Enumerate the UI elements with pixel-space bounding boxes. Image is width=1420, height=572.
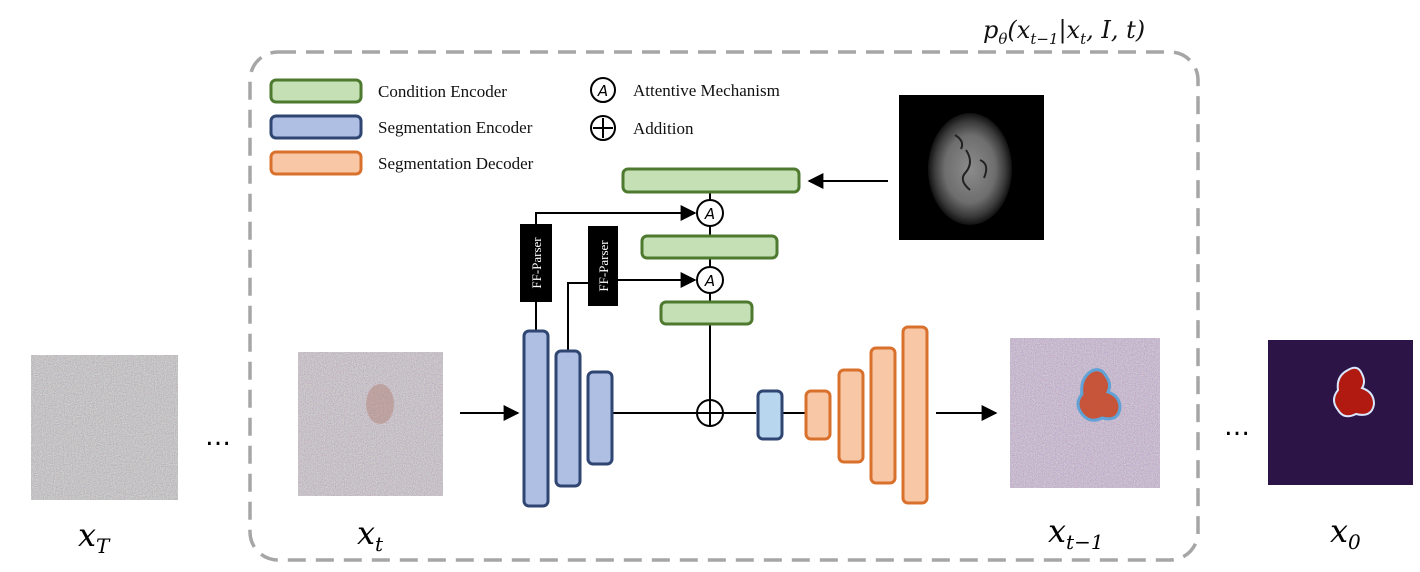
ff-parser-2 (588, 226, 618, 306)
label-x-t-minus-1: xt−1 (1048, 512, 1104, 554)
seg-decoder-block-1 (804, 389, 832, 441)
tumor-mask-final (1333, 366, 1376, 418)
legend: Condition Encoder Segmentation Encoder S… (269, 77, 780, 176)
legend-addition-label: Addition (633, 119, 694, 138)
seg-decoder-block-2 (837, 368, 865, 464)
legend-seg-decoder-swatch (269, 150, 363, 176)
legend-attentive-icon (590, 77, 616, 103)
bottleneck-block (756, 389, 784, 441)
legend-seg-encoder-swatch (269, 114, 363, 140)
attention-node-1 (696, 199, 724, 227)
seg-encoder-block-3 (586, 370, 614, 466)
ellipsis-left: … (205, 422, 231, 452)
ff-parser-1 (520, 224, 552, 302)
seg-decoder-block-3 (869, 346, 897, 485)
noisy-image-xt (298, 352, 443, 496)
condition-encoder-block-1 (621, 167, 801, 194)
seg-encoder-block-2 (554, 349, 582, 488)
label-x-0: x0 (1330, 512, 1361, 554)
faint-tumor-xt (366, 384, 394, 424)
brain-sulcus (954, 134, 988, 191)
attention-node-2-symbol: A (704, 272, 715, 290)
attention-node-2 (696, 266, 724, 294)
seg-decoder-block-4 (901, 325, 929, 505)
ff-parser-2-label: FF-Parser (596, 240, 611, 292)
ellipsis-right: … (1224, 412, 1250, 442)
seg-encoder-block-1 (522, 329, 550, 508)
model-frame (248, 50, 1200, 562)
brain-shape (928, 113, 1012, 225)
label-x-T: xT (78, 516, 111, 558)
connections (460, 173, 998, 421)
legend-seg-decoder-label: Segmentation Decoder (378, 154, 534, 173)
legend-attentive-label: Attentive Mechanism (633, 81, 780, 100)
path-enc2-to-ffp2 (567, 282, 588, 351)
legend-attentive-symbol: A (597, 82, 608, 100)
path-ffp1-to-a1 (535, 205, 697, 224)
condition-encoder-block-3 (659, 300, 754, 326)
legend-seg-encoder-label: Segmentation Encoder (378, 118, 533, 137)
label-x-t: xt (357, 514, 384, 556)
legend-condition-label: Condition Encoder (378, 82, 507, 101)
ff-parser-1-label: FF-Parser (529, 237, 544, 289)
tumor-mask-partial (1076, 368, 1122, 422)
legend-condition-swatch (269, 78, 363, 104)
condition-encoder-block-2 (640, 234, 779, 260)
attention-node-1-symbol: A (704, 205, 715, 223)
noise-image-xT (31, 355, 178, 500)
formula-label: pθ(xt−1|xt, I, t) (983, 16, 1145, 48)
